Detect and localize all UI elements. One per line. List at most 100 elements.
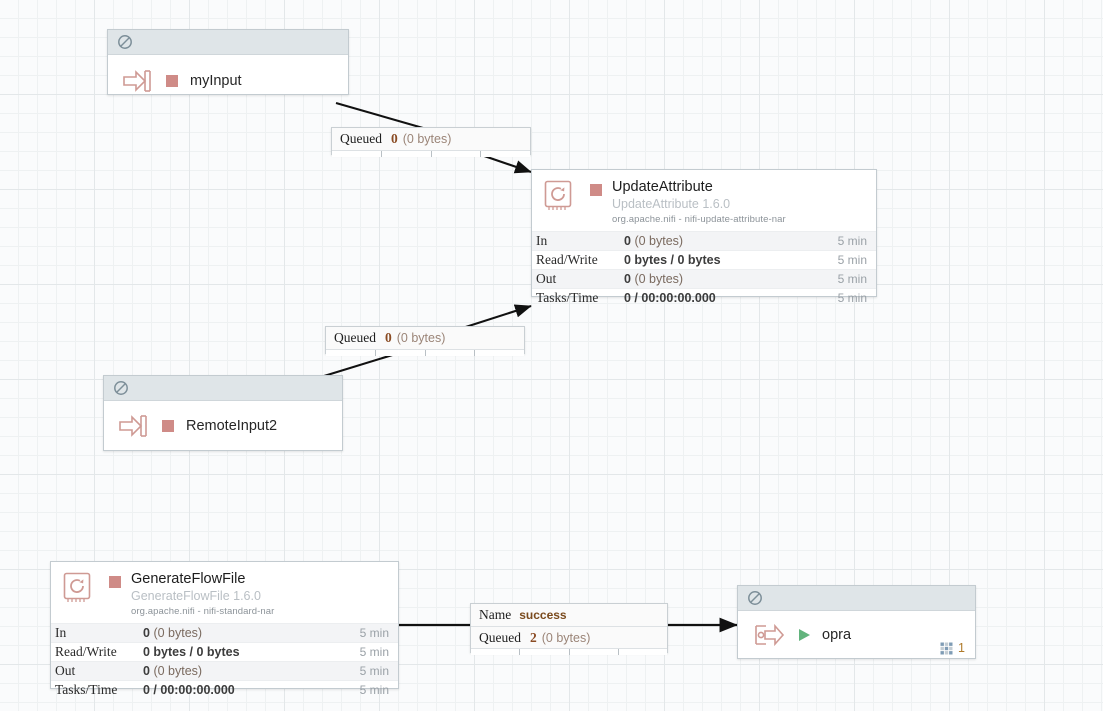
stat-value: 0 (0 bytes) (624, 272, 838, 286)
port-body: opra 1 (738, 611, 975, 659)
stat-time: 5 min (837, 253, 867, 268)
port-name: myInput (190, 73, 242, 89)
name-row: Name success (471, 604, 667, 626)
stat-value: 0 bytes / 0 bytes (624, 253, 838, 267)
stat-row: In 0 (0 bytes) 5 min (51, 623, 398, 643)
processor-updateattribute[interactable]: UpdateAttribute UpdateAttribute 1.6.0 or… (531, 169, 877, 305)
input-port-icon (122, 66, 154, 96)
stat-label: Out (536, 271, 557, 287)
transmission-disabled-icon (113, 380, 129, 396)
connection-label-myinput-updateattribute[interactable]: Queued 0 (0 bytes) (331, 127, 531, 157)
stopped-square-icon (162, 420, 174, 432)
queue-gauge (332, 150, 530, 157)
processor-icon (542, 179, 574, 213)
stat-time: 5 min (359, 664, 389, 679)
name-label: Name (479, 607, 512, 622)
queued-size: (0 bytes) (541, 630, 591, 645)
stat-value-main: 0 (143, 626, 150, 641)
stat-row: Read/Write 0 bytes / 0 bytes 5 min (51, 642, 398, 661)
remote-ports-badge: 1 (940, 641, 965, 655)
stat-row: Out 0 (0 bytes) 5 min (532, 269, 876, 289)
connection-label-remoteinput2-updateattribute[interactable]: Queued 0 (0 bytes) (325, 326, 525, 356)
queued-count: 0 (390, 131, 398, 146)
port-body: RemoteInput2 (104, 401, 342, 451)
stat-value: 0 (0 bytes) (143, 626, 360, 640)
stat-row: Tasks/Time 0 / 00:00:00.000 5 min (532, 288, 876, 307)
queued-count: 2 (529, 629, 537, 645)
processor-generateflowfile[interactable]: GenerateFlowFile GenerateFlowFile 1.6.0 … (50, 561, 399, 697)
input-port-remoteinput2[interactable]: RemoteInput2 (103, 375, 343, 451)
output-port-icon (752, 620, 786, 650)
stat-row: Out 0 (0 bytes) 5 min (51, 661, 398, 681)
stat-time: 5 min (837, 291, 867, 306)
stat-label: Tasks/Time (536, 290, 599, 306)
stat-value: 0 / 00:00:00.000 (624, 291, 838, 305)
node-header (104, 376, 342, 401)
queued-label: Queued (479, 629, 521, 645)
processor-titles: GenerateFlowFile GenerateFlowFile 1.6.0 … (131, 571, 274, 617)
stat-label: In (536, 233, 548, 249)
queued-size: (0 bytes) (396, 331, 446, 345)
gauge-tick (619, 649, 667, 655)
gauge-tick (326, 350, 376, 356)
stat-value-suffix: (0 bytes) (634, 272, 684, 287)
queued-row: Queued 2 (0 bytes) (471, 626, 667, 648)
stat-value-suffix: (0 bytes) (153, 626, 203, 641)
gauge-tick (481, 151, 530, 157)
stat-value-main: 0 (624, 234, 631, 249)
processor-bundle: org.apache.nifi - nifi-standard-nar (131, 605, 275, 617)
stat-value-main: 0 (624, 272, 631, 287)
stat-value-main: 0 bytes / 0 bytes (143, 645, 240, 660)
queue-gauge (326, 349, 524, 356)
stat-label: Out (55, 663, 76, 679)
stat-value: 0 (0 bytes) (624, 234, 838, 248)
queued-size: (0 bytes) (402, 132, 452, 146)
gauge-tick (471, 649, 521, 655)
queue-gauge (471, 648, 667, 655)
name-value: success (519, 608, 567, 622)
stat-value-main: 0 (143, 664, 150, 679)
input-port-myinput[interactable]: myInput (107, 29, 349, 95)
queued-row: Queued 0 (0 bytes) (326, 327, 524, 349)
processor-version: GenerateFlowFile 1.6.0 (131, 589, 261, 604)
processor-header: GenerateFlowFile GenerateFlowFile 1.6.0 … (51, 562, 398, 623)
node-header (108, 30, 348, 55)
stat-row: Tasks/Time 0 / 00:00:00.000 5 min (51, 680, 398, 699)
queued-count: 0 (384, 330, 392, 345)
processor-icon (61, 571, 93, 605)
connection-label-generateflowfile-opra[interactable]: Name success Queued 2 (0 bytes) (470, 603, 668, 655)
node-header (738, 586, 975, 611)
stat-time: 5 min (837, 234, 867, 249)
gauge-tick (382, 151, 432, 157)
processor-header: UpdateAttribute UpdateAttribute 1.6.0 or… (532, 170, 876, 231)
stat-value-main: 0 bytes / 0 bytes (624, 253, 721, 268)
stopped-square-icon (590, 184, 602, 196)
queued-row: Queued 0 (0 bytes) (332, 128, 530, 150)
remote-ports-count: 1 (958, 641, 965, 655)
gauge-tick (332, 151, 382, 157)
processor-stats: In 0 (0 bytes) 5 min Read/Write 0 bytes … (51, 623, 398, 699)
stat-label: Read/Write (536, 252, 598, 268)
stat-value-main: 0 / 00:00:00.000 (143, 683, 235, 698)
stat-value-suffix: (0 bytes) (153, 664, 203, 679)
stat-value: 0 (0 bytes) (143, 664, 360, 678)
gauge-tick (432, 151, 482, 157)
stat-value: 0 bytes / 0 bytes (143, 645, 360, 659)
stat-value-suffix: (0 bytes) (634, 234, 684, 249)
transmission-disabled-icon (747, 590, 763, 606)
stat-label: Read/Write (55, 644, 117, 660)
processor-bundle: org.apache.nifi - nifi-update-attribute-… (612, 213, 786, 225)
port-name: RemoteInput2 (186, 418, 278, 434)
port-name: opra (822, 627, 852, 643)
output-port-opra[interactable]: opra 1 (737, 585, 976, 659)
processor-titles: UpdateAttribute UpdateAttribute 1.6.0 or… (612, 179, 786, 225)
stat-label: Tasks/Time (55, 682, 118, 698)
input-port-icon (118, 411, 150, 441)
transmission-disabled-icon (117, 34, 133, 50)
queued-label: Queued (334, 330, 376, 345)
gauge-tick (475, 350, 524, 356)
gauge-tick (376, 350, 426, 356)
stopped-square-icon (109, 576, 121, 588)
remote-ports-icon (940, 642, 953, 655)
